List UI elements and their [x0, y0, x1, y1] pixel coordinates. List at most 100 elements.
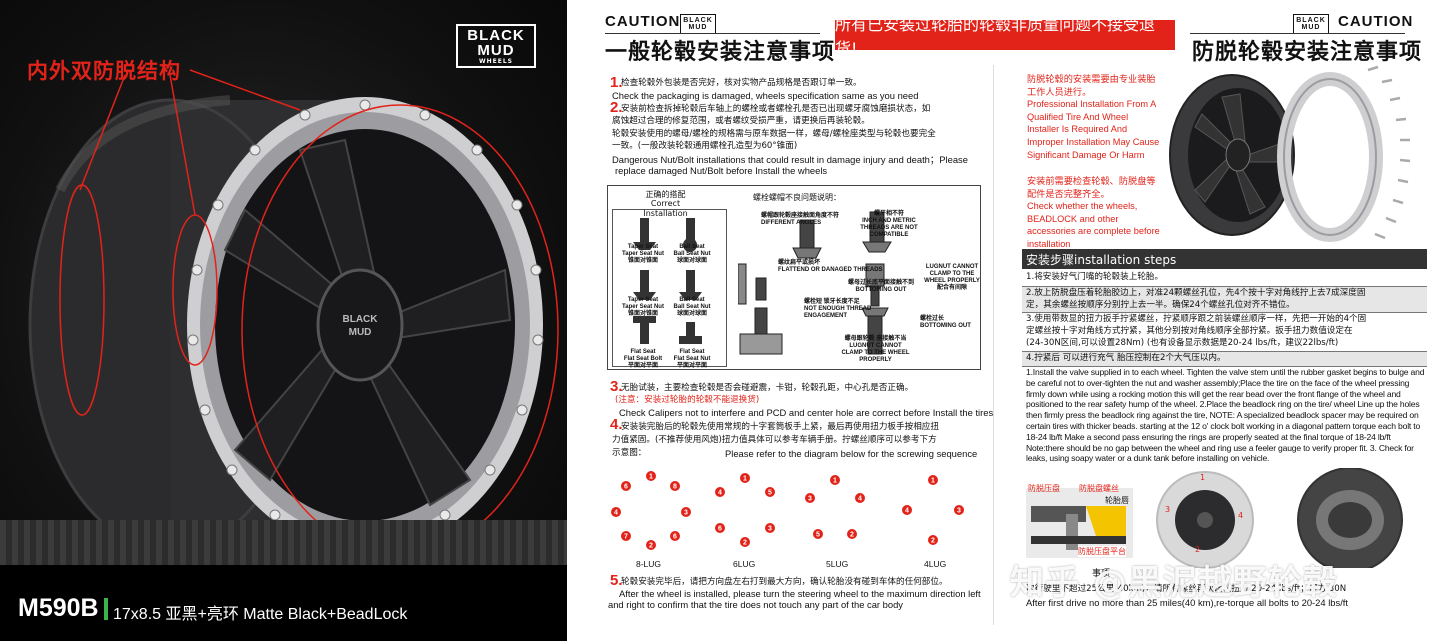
step3-en: Check Calipers not to interfere and PCD … — [619, 407, 994, 418]
step1-en: Check the packaging is damaged, wheels s… — [612, 90, 919, 101]
brand-small-right-line1: BLACK — [1296, 17, 1326, 24]
floor-grate — [0, 520, 567, 565]
svg-text:5: 5 — [768, 490, 772, 497]
brand-logo: BLACK MUD WHEELS — [456, 24, 536, 68]
svg-text:2: 2 — [850, 532, 854, 539]
after-drive-cn: 次行驶里不超过25公里(40km)，请所有螺丝再次确认扭力 20-24 lbs/… — [1026, 584, 1347, 594]
lug6-label: 6LUG — [733, 559, 756, 569]
title-general-install: 一般轮毂安装注意事项 — [605, 39, 836, 64]
label-ring-platform: 防脱压盘平台 — [1078, 546, 1126, 557]
pair3-b-name: Flat Seat — [679, 349, 705, 355]
step2-cn4: 一致。(一般改装轮毂通用螺栓孔造型为60°锥面) — [612, 141, 798, 151]
svg-text:MUD: MUD — [349, 327, 372, 338]
pair2-b-name: Ball Seat — [679, 297, 705, 303]
issue2-cn: 螺牙相不符 — [873, 211, 904, 217]
svg-text:2: 2 — [743, 540, 747, 547]
label-tire-bead: 轮胎唇 — [1105, 496, 1129, 505]
product-photo-panel: BLACK MUD 内外双防脱结构 BLACK MUD WHEELS M590B… — [0, 0, 567, 641]
step1-cn: 检查轮毂外包装是否完好，核对实物产品规格是否跟订单一致。 — [621, 78, 862, 88]
pair1-b-nut: Ball Seat Nut — [673, 251, 711, 257]
pair2-a-name: Taper Seat — [627, 297, 659, 303]
step2-number: 2. — [610, 99, 623, 116]
brand-small-right-line2: MUD — [1301, 24, 1321, 31]
brand-small-left-line1: BLACK — [683, 17, 713, 24]
step5-en1: After the wheel is installed, please tur… — [619, 588, 981, 599]
beadlock-cross-section-drawing — [1031, 506, 1126, 550]
step2-en1: Dangerous Nut/Bolt installations that co… — [612, 154, 968, 165]
svg-text:2: 2 — [649, 543, 653, 550]
nut-bolt-diagram: 正确的搭配 Correct Installation 螺栓螺帽不良问题说明： T… — [607, 185, 981, 370]
svg-text:3: 3 — [768, 526, 772, 533]
brand-line3: WHEELS — [479, 57, 513, 65]
hub-number-2: 2 — [1195, 545, 1201, 554]
caution-right: CAUTION — [1338, 13, 1414, 30]
after-drive-title: 事项 — [1092, 569, 1111, 579]
header-rule-right — [1190, 33, 1405, 34]
svg-text:7: 7 — [624, 534, 628, 541]
install-step-4: 4.拧紧后 可以进行充气 胎压控制在2个大气压以内。 — [1022, 351, 1427, 367]
brand-small-right: BLACK MUD — [1293, 14, 1329, 34]
pair2-a-cn: 锥面对锥面 — [627, 311, 658, 317]
svg-text:2: 2 — [931, 538, 935, 545]
pair1-a-nut: Taper Seat Nut — [622, 251, 664, 257]
pair1-b-name: Ball Seat — [679, 244, 705, 250]
no-return-notice: 所有已安装过轮胎的轮毂非质量问题不接受退货! — [835, 15, 1175, 58]
brand-small-left: BLACK MUD — [680, 14, 716, 34]
step2-en2: replace damaged Nut/Bolt before Install … — [615, 165, 828, 176]
install-step-3a: 3.使用带数显的扭力扳手拧紧螺丝，拧紧顺序跟之前装螺丝顺序一样，先把一开始的4个… — [1026, 314, 1367, 325]
pair3-b-nut: Flat Seat Nut — [673, 356, 711, 362]
lug-sequence-diagrams: 1 8 3 6 2 7 4 6 1 5 3 2 6 4 1 4 2 5 3 1 … — [611, 471, 964, 550]
wrong-title: 螺栓螺帽不良问题说明： — [753, 193, 841, 202]
brand-small-left-line2: MUD — [688, 24, 708, 31]
lug-6: 1 5 3 2 6 4 — [715, 473, 775, 547]
beadlock-wheel-illustration — [1169, 65, 1411, 242]
step2-cn3: 轮毂安装使用的螺母/螺栓的规格需与原车数据一样，螺母/螺栓座类型与轮毂也要完全 — [612, 129, 936, 139]
model-accent-bar — [104, 598, 108, 620]
install-step-2b: 定，其余螺丝按顺序分别拧上去一半。确保24个螺丝孔位对齐不错位。 — [1026, 299, 1295, 310]
pair3-a-name: Flat Seat — [630, 349, 656, 355]
model-number: M590B — [18, 594, 99, 622]
dual-lock-callout: 内外双防脱结构 — [27, 59, 181, 83]
correct-title-en: Correct Installation — [643, 199, 688, 218]
step3-number: 3. — [610, 378, 623, 395]
step2-cn1: 安装前检查拆掉轮毂后车轴上的螺栓或者螺栓孔是否已出现螺牙腐蚀磨损状态，如 — [621, 104, 931, 114]
step3-cn: 无胎试装，主要检查轮毂是否会碰避震，卡钳，轮毂孔距，中心孔是否正确。 — [621, 383, 914, 393]
model-bar — [0, 565, 567, 641]
svg-text:3: 3 — [808, 496, 812, 503]
install-step-3c: (24-30N区间,可以设置28Nm) (也有设备显示数据是20-24 lbs/… — [1026, 337, 1339, 348]
install-step-2a: 2.放上防脱盘压着轮胎胶边上，对准24颗螺丝孔位，先4个按十字对角线拧上去7成深… — [1026, 287, 1366, 298]
caution-left: CAUTION — [605, 13, 681, 30]
issue4-en: BOTTOMING OUT — [855, 287, 907, 293]
step5-en2: and right to confirm that the tire does … — [608, 599, 903, 610]
issue5: LUGNUT CANNOT CLAMP TO THE WHEEL PROPERL… — [924, 264, 980, 292]
step4-en: Please refer to the diagram below for th… — [725, 448, 978, 459]
issue1-cn: 螺帽跟轮毂座接触面角度不符 — [761, 213, 840, 219]
beadlock-note-2: 安装前需要检查轮毂、防脱盘等配件是否完整齐全。 Check whether th… — [1027, 175, 1162, 251]
hub-number-4: 4 — [1238, 511, 1244, 520]
svg-text:6: 6 — [673, 534, 677, 541]
wrong-examples-icons — [738, 211, 892, 355]
issue4-cn: 螺母过长底平面接触不到 — [847, 280, 914, 286]
svg-text:6: 6 — [624, 484, 628, 491]
wheel-illustration: BLACK MUD — [28, 69, 559, 556]
hub-number-1: 1 — [1200, 473, 1206, 482]
after-drive-en: After first drive no more than 25 miles(… — [1026, 597, 1349, 608]
svg-text:4: 4 — [858, 496, 862, 503]
header-rule-left — [605, 33, 820, 34]
step4-cn1: 安装装完胎后的轮毂先使用常规的十字套筒板手上紧，最后再使用扭力板手按相应扭 — [621, 422, 939, 432]
correct-pairs-icons — [633, 218, 702, 344]
install-step-2: 2.放上防脱盘压着轮胎胶边上，对准24颗螺丝孔位，先4个按十字对角线拧上去7成深… — [1022, 286, 1427, 314]
install-step-3b: 定螺丝按十字对角线方式拧紧，其他分别按对角线顺序全部拧紧。扳手扭力数值设定在 — [1026, 326, 1353, 337]
issue6-en: NOT ENOUGH THREAD ENGAGEMENT — [804, 306, 872, 319]
